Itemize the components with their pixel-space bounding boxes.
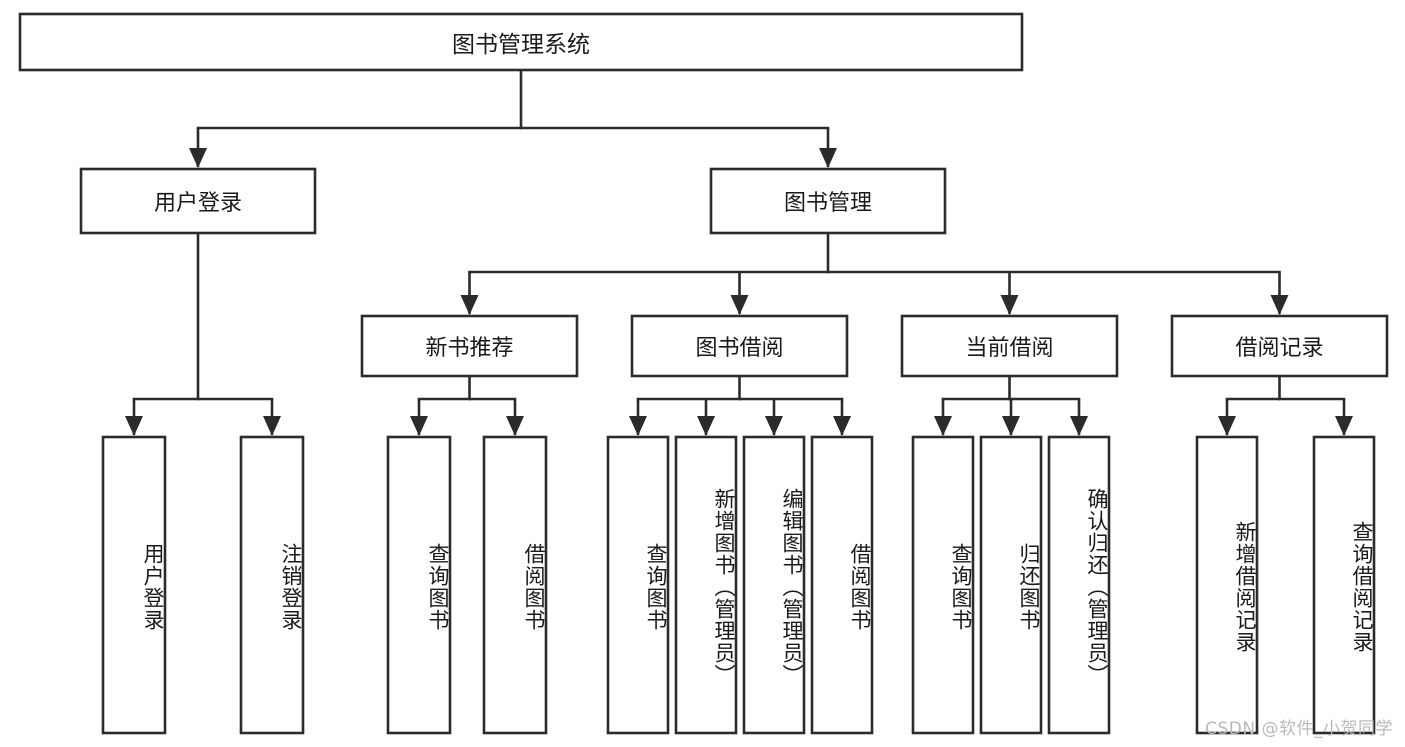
boxes-layer [18, 12, 1389, 735]
node-box-book-borrow[interactable] [630, 314, 849, 378]
node-box-leaf-cur-confirm[interactable] [1047, 435, 1111, 735]
node-box-leaf-borrow-add[interactable] [674, 435, 738, 735]
arrow-head-leaf-borrow-query [629, 416, 647, 436]
node-box-book-manage[interactable] [709, 167, 947, 235]
node-box-leaf-user-logout[interactable] [239, 435, 305, 735]
node-box-leaf-cur-return[interactable] [979, 435, 1043, 735]
arrow-head-book-borrow [730, 295, 749, 315]
arrow-head-leaf-user-login [125, 416, 143, 436]
arrow-head-leaf-rec-query [410, 416, 428, 436]
node-box-leaf-borrow-query[interactable] [606, 435, 670, 735]
node-box-leaf-rec-borrow[interactable] [482, 435, 548, 735]
node-box-leaf-user-login[interactable] [101, 435, 167, 735]
node-box-leaf-rec-add[interactable] [1195, 435, 1259, 735]
node-box-leaf-borrow-lend[interactable] [810, 435, 874, 735]
node-box-leaf-rec-query[interactable] [386, 435, 452, 735]
arrow-head-leaf-user-logout [263, 416, 281, 436]
node-box-borrow-record[interactable] [1170, 314, 1389, 378]
node-box-leaf-cur-query[interactable] [911, 435, 975, 735]
node-box-new-book-rec[interactable] [360, 314, 579, 378]
connectors-layer [125, 68, 1353, 436]
arrow-head-book-manage [819, 148, 837, 168]
arrow-head-leaf-rec-add [1218, 416, 1236, 436]
arrow-head-leaf-rec-borrow [506, 416, 524, 436]
arrow-head-leaf-borrow-add [697, 416, 715, 436]
arrow-head-leaf-cur-confirm [1070, 416, 1088, 436]
arrow-head-leaf-borrow-lend [833, 416, 851, 436]
arrow-head-borrow-record [1270, 295, 1289, 315]
arrow-head-new-book-rec [460, 295, 479, 315]
arrow-head-leaf-rec-search [1335, 416, 1353, 436]
node-box-leaf-rec-search[interactable] [1312, 435, 1376, 735]
arrow-head-leaf-cur-query [934, 416, 952, 436]
node-box-current-borrow[interactable] [900, 314, 1119, 378]
arrow-head-user-login [189, 148, 207, 168]
arrow-head-leaf-cur-return [1002, 416, 1020, 436]
arrow-head-leaf-borrow-edit [765, 416, 783, 436]
arrow-head-current-borrow [1000, 295, 1019, 315]
node-box-user-login[interactable] [79, 167, 317, 235]
node-box-root[interactable] [18, 12, 1024, 72]
node-box-leaf-borrow-edit[interactable] [742, 435, 806, 735]
watermark: CSDN @软件_小贺同学 [1205, 719, 1393, 739]
